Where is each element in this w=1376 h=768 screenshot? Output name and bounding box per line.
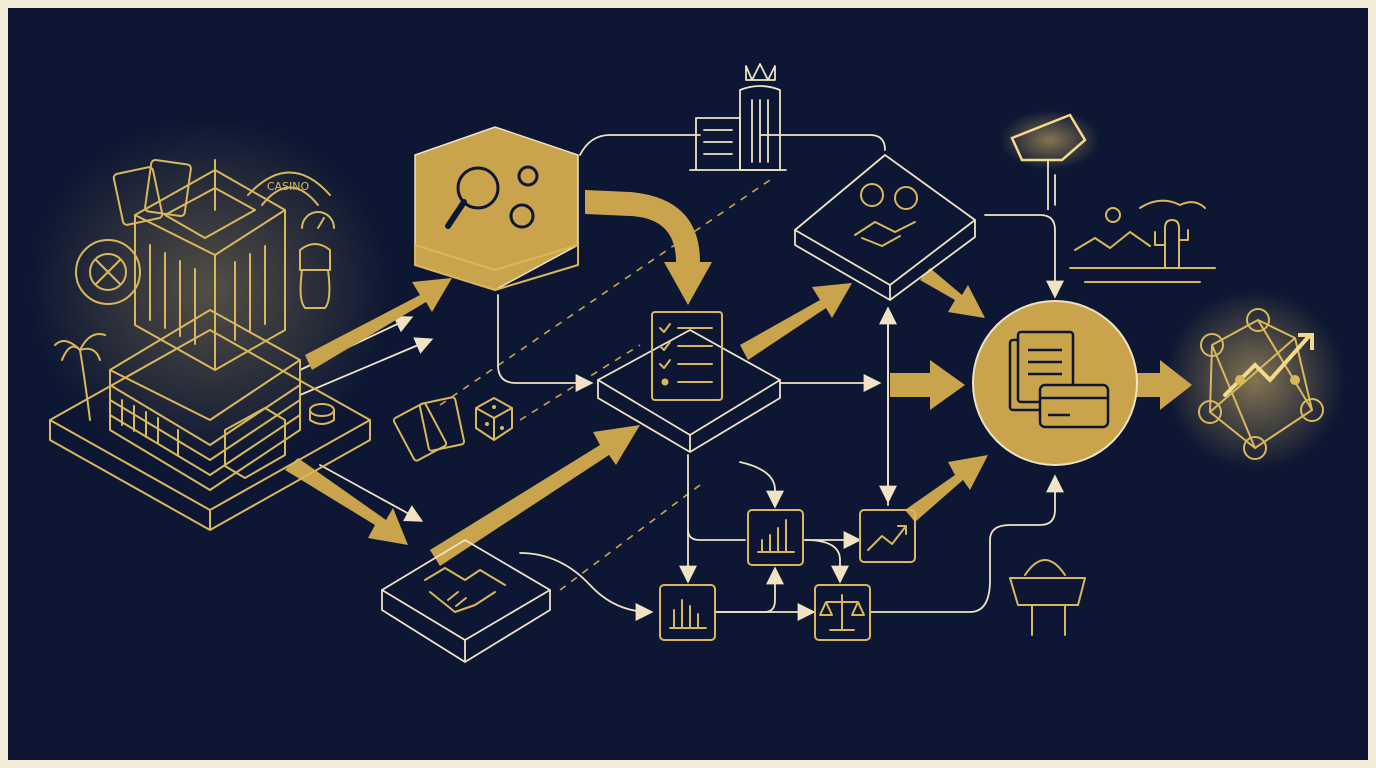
gauge-icon xyxy=(301,211,335,229)
network-growth xyxy=(1198,308,1324,460)
handshake-icon xyxy=(424,567,506,613)
slot-machine-icon xyxy=(299,243,331,309)
cards-dice-icon xyxy=(392,396,513,462)
casino-building xyxy=(49,159,371,531)
bar-chart-icon xyxy=(757,519,795,553)
desert-scene xyxy=(1069,199,1216,283)
kiosk xyxy=(1009,559,1086,636)
magnifier-gears-icon xyxy=(445,165,539,229)
kiosk-icon xyxy=(1009,559,1086,636)
poker-chip-icon xyxy=(309,403,335,425)
right-glow xyxy=(1165,290,1345,470)
partnership-top xyxy=(794,154,976,301)
documents-card-icon xyxy=(1008,330,1110,429)
casino-icons: CASINO xyxy=(75,158,335,309)
billboard xyxy=(1010,113,1087,210)
trend-box xyxy=(859,509,916,563)
bar-chart-icon xyxy=(669,599,707,629)
scales-box xyxy=(814,584,871,641)
casino-sign-icon: CASINO xyxy=(247,171,331,206)
roulette-icon xyxy=(75,239,141,305)
research-hexagon xyxy=(414,126,579,291)
cards-dice xyxy=(392,396,513,462)
handshake-platform xyxy=(381,539,551,663)
casino-sign-text: CASINO xyxy=(267,180,310,193)
bar-chart-box-2 xyxy=(659,584,716,641)
hotel-tower xyxy=(689,63,787,171)
billboard-icon xyxy=(1010,113,1087,210)
palm-tree-icon xyxy=(54,333,106,421)
desert-icon xyxy=(1069,199,1216,283)
bar-chart-box-1 xyxy=(747,509,804,566)
gears-handshake-icon xyxy=(854,183,918,247)
documents-circle xyxy=(972,300,1138,466)
checklist-platform xyxy=(597,311,781,453)
left-glow xyxy=(30,120,390,460)
trend-icon xyxy=(867,525,907,551)
network-icon xyxy=(1198,308,1324,460)
checklist-icon xyxy=(659,323,713,386)
connector-lines xyxy=(299,134,1064,621)
playing-cards-icon xyxy=(112,158,192,226)
gold-flow-arrows xyxy=(285,190,1192,566)
scales-icon xyxy=(819,594,865,631)
